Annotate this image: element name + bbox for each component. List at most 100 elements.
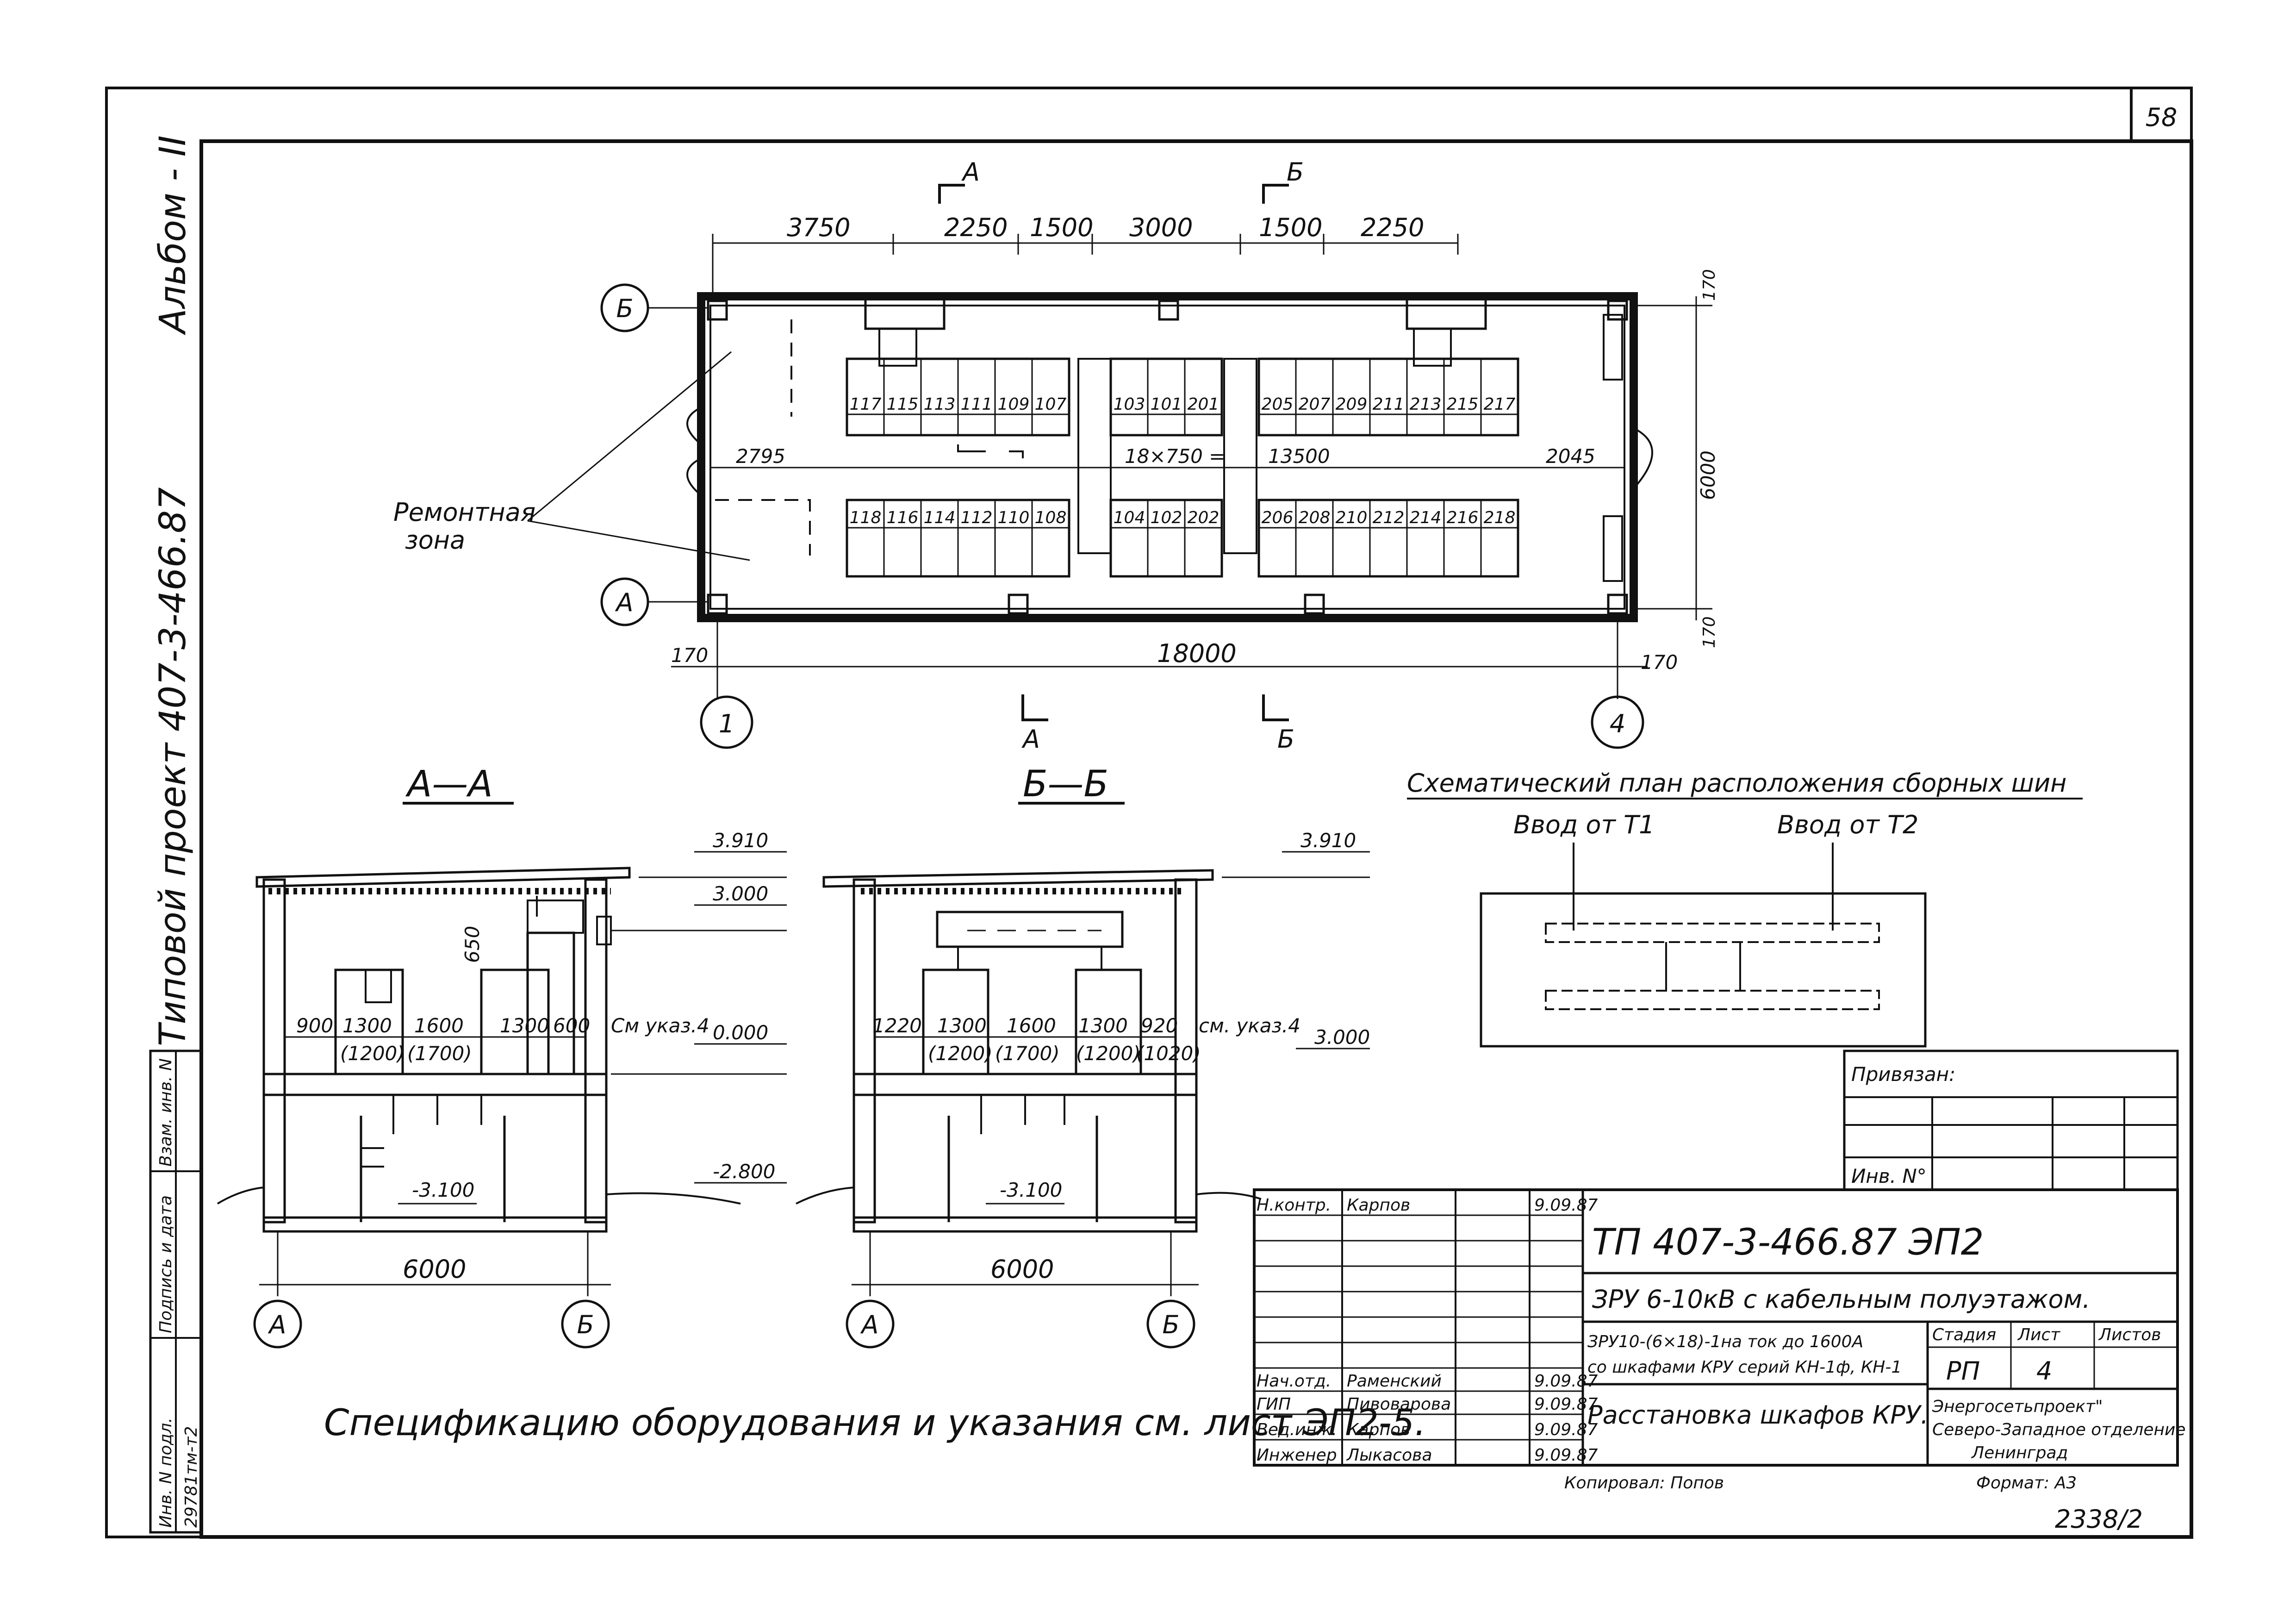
stamp-col2: Подпись и дата	[156, 1195, 175, 1333]
svg-text:(1700): (1700)	[407, 1042, 472, 1065]
axis-bubble-aa-a	[253, 1299, 302, 1349]
svg-text:1500: 1500	[1259, 213, 1322, 242]
svg-text:1500: 1500	[1030, 213, 1093, 242]
svg-text:116: 116	[887, 508, 919, 527]
svg-text:Пивоварова: Пивоварова	[1347, 1395, 1451, 1414]
svg-text:900: 900	[296, 1014, 333, 1037]
section-mark-b-top: Б	[1287, 157, 1304, 187]
svg-text:(1200): (1200)	[340, 1042, 405, 1065]
svg-text:117: 117	[850, 395, 882, 414]
section-mark-a-bottom: А	[1021, 725, 1040, 754]
svg-text:-3.100: -3.100	[412, 1179, 474, 1201]
cells-top-row: 117 115 113 111 109 107 103 101 201 205 …	[846, 357, 1519, 554]
svg-text:104: 104	[1114, 508, 1145, 527]
svg-text:209: 209	[1336, 395, 1368, 414]
svg-text:1220: 1220	[872, 1014, 922, 1037]
svg-text:13500: 13500	[1268, 445, 1330, 468]
svg-text:9.09.87: 9.09.87	[1534, 1446, 1598, 1465]
svg-text:3.000: 3.000	[713, 882, 768, 905]
svg-text:Б: Б	[616, 294, 633, 323]
repair-zone-label-2: зона	[405, 525, 465, 555]
svg-text:112: 112	[961, 508, 993, 527]
drawing-number: 2338/2	[2055, 1505, 2143, 1534]
svg-text:(1200): (1200)	[928, 1042, 993, 1065]
sheet-number-box	[2130, 87, 2193, 143]
svg-text:113: 113	[924, 395, 956, 414]
project-vertical-label: Типовой проект 407-3-466.87	[152, 487, 194, 1046]
title-subtitle: ЗРУ 6-10кВ с кабельным полуэтажом.	[1592, 1285, 2091, 1314]
svg-text:А: А	[615, 588, 634, 617]
svg-text:208: 208	[1299, 508, 1331, 527]
axis-bubble-4	[1591, 695, 1644, 749]
svg-text:211: 211	[1373, 395, 1405, 414]
section-b-b: Б—Б 3.910 3.000 -3.100 1220 1300 1600 13…	[796, 763, 1370, 1349]
sheet-number: 58	[2146, 103, 2178, 132]
svg-text:Инв. N°: Инв. N°	[1851, 1165, 1927, 1187]
svg-text:1300: 1300	[937, 1014, 987, 1037]
svg-text:Б: Б	[577, 1310, 594, 1339]
stamp-col1: Инв. N подл.	[156, 1418, 175, 1528]
svg-text:Лыкасова: Лыкасова	[1346, 1446, 1432, 1465]
svg-text:9.09.87: 9.09.87	[1534, 1420, 1598, 1439]
svg-text:4: 4	[1610, 709, 1625, 738]
svg-text:Ленинград: Ленинград	[1971, 1443, 2068, 1462]
svg-text:920: 920	[1141, 1014, 1178, 1037]
svg-text:Лист: Лист	[2017, 1325, 2060, 1344]
section-mark-a-top: А	[961, 157, 980, 187]
svg-text:(1200): (1200)	[1076, 1042, 1141, 1065]
binding-block: Привязан: Инв. N°	[1843, 1049, 2179, 1191]
svg-text:Северо-Западное отделение: Северо-Западное отделение	[1932, 1420, 2186, 1439]
svg-text:170: 170	[671, 644, 708, 667]
axis-bubble-a	[600, 577, 649, 626]
svg-text:4: 4	[2036, 1356, 2052, 1386]
svg-text:см. указ.4: см. указ.4	[1199, 1014, 1300, 1037]
svg-text:3.910: 3.910	[1300, 829, 1356, 852]
svg-text:ГИП: ГИП	[1257, 1395, 1291, 1414]
svg-text:114: 114	[924, 508, 956, 527]
svg-text:6000: 6000	[403, 1255, 466, 1284]
svg-text:Карпов: Карпов	[1347, 1196, 1410, 1215]
cells-bottom-row: 118 116 114 112 110 108 104 102 202 206 …	[846, 499, 1519, 578]
busbar-scheme: Схематический план расположения сборных …	[1407, 768, 2083, 1048]
section-aa-title: А—А	[405, 763, 493, 805]
svg-text:9.09.87: 9.09.87	[1534, 1196, 1598, 1215]
svg-text:со шкафами КРУ серий КН-1ф, КН: со шкафами КРУ серий КН-1ф, КН-1	[1587, 1358, 1902, 1377]
svg-text:ЗРУ10-(6×18)-1на ток до 1600А: ЗРУ10-(6×18)-1на ток до 1600А	[1587, 1332, 1863, 1351]
svg-text:Инженер: Инженер	[1257, 1446, 1337, 1465]
svg-text:2250: 2250	[1361, 213, 1424, 242]
svg-text:0.000: 0.000	[713, 1021, 768, 1044]
svg-text:202: 202	[1188, 508, 1220, 527]
repair-zone-label-1: Ремонтная	[393, 498, 535, 527]
title-block: Н.контр. Карпов 9.09.87 Нач.отд. Раменск…	[1253, 1188, 2186, 1534]
busbar-title: Схематический план расположения сборных …	[1407, 768, 2067, 798]
inner-frame	[199, 139, 2193, 1539]
svg-text:207: 207	[1299, 395, 1331, 414]
svg-text:Нач.отд.: Нач.отд.	[1257, 1372, 1331, 1391]
svg-text:18000: 18000	[1157, 639, 1237, 668]
svg-text:См указ.4: См указ.4	[611, 1014, 709, 1037]
svg-text:170: 170	[1700, 616, 1719, 648]
svg-text:103: 103	[1114, 395, 1145, 414]
svg-text:1300: 1300	[1078, 1014, 1128, 1037]
svg-text:1300: 1300	[500, 1014, 549, 1037]
busbar-input-1: Ввод от Т1	[1513, 810, 1655, 839]
svg-text:210: 210	[1336, 508, 1368, 527]
svg-text:215: 215	[1447, 395, 1479, 414]
svg-text:Раменский: Раменский	[1347, 1372, 1442, 1391]
svg-text:109: 109	[998, 395, 1030, 414]
svg-text:Карпов: Карпов	[1347, 1420, 1410, 1439]
album-label: Альбом - II	[152, 135, 194, 336]
svg-text:2795: 2795	[736, 445, 785, 468]
svg-text:Энергосетьпроект": Энергосетьпроект"	[1932, 1397, 2103, 1416]
svg-text:(1020): (1020)	[1136, 1042, 1201, 1065]
plan-columns	[707, 300, 1628, 615]
svg-text:Листов: Листов	[2098, 1325, 2161, 1344]
left-stamp: Взам. инв. N Подпись и дата Инв. N подл.…	[149, 1049, 203, 1534]
svg-text:107: 107	[1035, 395, 1067, 414]
svg-text:Н.контр.: Н.контр.	[1257, 1196, 1331, 1215]
svg-text:111: 111	[961, 395, 993, 414]
format: Формат: А3	[1976, 1474, 2077, 1493]
svg-text:3.000: 3.000	[1314, 1026, 1370, 1049]
section-a-a: А—А 3.910 3.000 0.	[217, 763, 787, 1349]
svg-text:-2.800: -2.800	[713, 1160, 775, 1183]
